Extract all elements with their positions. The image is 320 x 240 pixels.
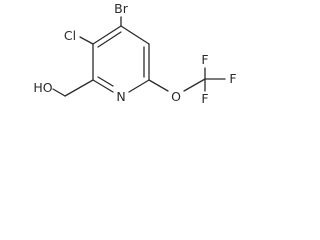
atom-label-f-top: F [201,52,208,67]
atom-label-n: N [116,89,125,104]
atom-label-o: O [171,89,181,104]
atom-label-ho: HO [33,80,52,95]
atom-label-f-bottom: F [201,91,208,106]
bond-c4-c5 [120,25,150,45]
bond-c3-cl [79,36,94,45]
atom-label-f-right: F [229,71,236,86]
structure-diagram: Br Cl HO N O F F F [0,0,268,138]
bond-n-c2 [92,79,114,93]
bond-c6-o [148,79,169,92]
bond-c6-n [128,79,150,93]
bond-c2-ch2 [64,79,94,97]
bond-n-c2-double [97,76,114,87]
atom-label-cl: Cl [64,28,76,43]
atom-label-br: Br [114,1,129,16]
molecule-svg: Br Cl HO N O F F F [33,1,236,106]
bond-o-cf3 [183,78,206,92]
bond-ch2-oh [52,88,66,97]
bond-c3-c4-double [97,31,122,48]
bond-c3-c4 [92,25,122,45]
